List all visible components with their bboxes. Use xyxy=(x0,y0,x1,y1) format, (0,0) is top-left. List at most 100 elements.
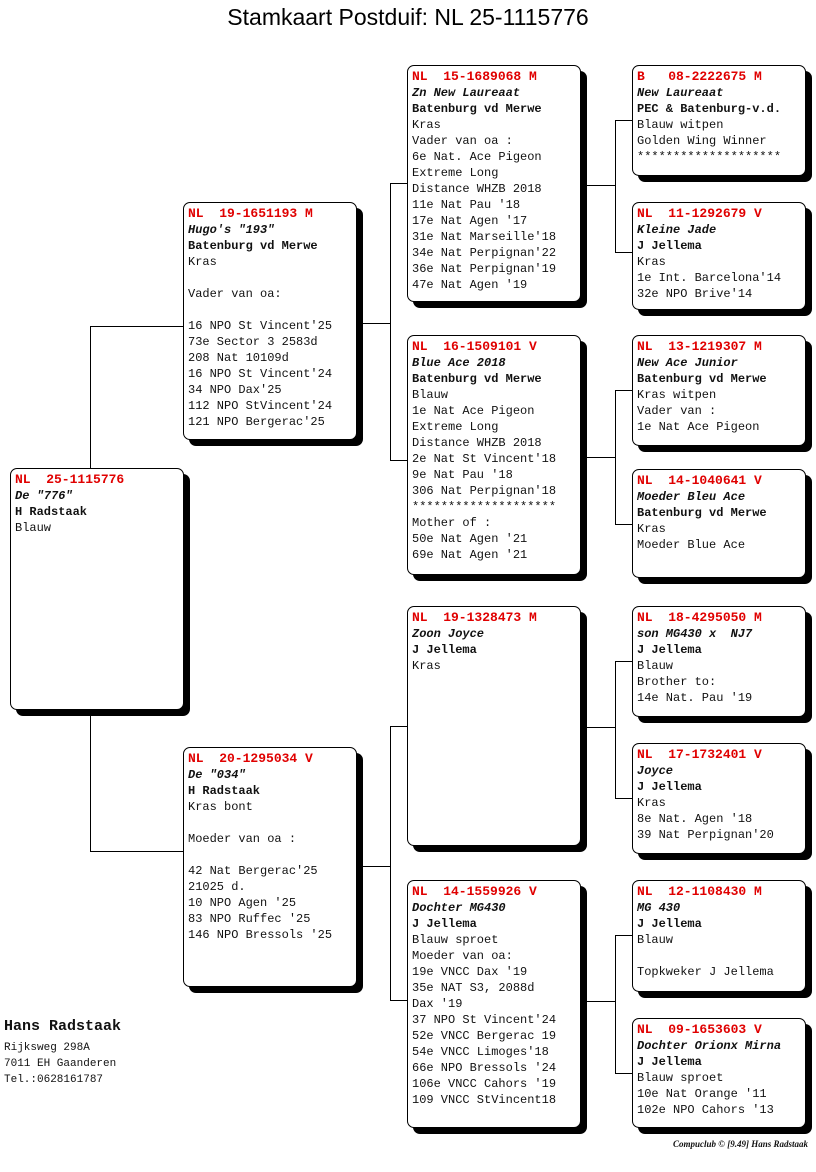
info-line: Blauw xyxy=(637,933,674,947)
ring-number: NL 16-1509101 V xyxy=(412,339,537,354)
info-line: 8e Nat. Agen '18 xyxy=(637,812,753,826)
info-line: 47e Nat Agen '19 xyxy=(412,278,528,292)
info-line: 106e VNCC Cahors '19 xyxy=(412,1077,557,1091)
pigeon-name: Dochter MG430 xyxy=(412,901,506,915)
connector-line xyxy=(615,120,632,121)
info-line: 10e Nat Orange '11 xyxy=(637,1087,767,1101)
pigeon-name: Dochter Orionx Mirna xyxy=(637,1039,782,1053)
info-line: 16 NPO St Vincent'24 xyxy=(188,367,333,381)
ring-number: NL 12-1108430 M xyxy=(637,884,762,899)
breeder-name: Batenburg vd Merwe xyxy=(637,372,767,386)
info-line: Vader van : xyxy=(637,404,717,418)
info-line: 1e Nat Ace Pigeon xyxy=(637,420,760,434)
info-line: Golden Wing Winner xyxy=(637,134,767,148)
connector-line xyxy=(90,326,183,327)
pigeon-name: Moeder Bleu Ace xyxy=(637,490,746,504)
info-line: 1e Int. Barcelona'14 xyxy=(637,271,782,285)
breeder-name: J Jellema xyxy=(412,643,477,657)
connector-line xyxy=(581,1001,615,1002)
pigeon-name: De "034" xyxy=(188,768,246,782)
pigeon-name: Zn New Laureaat xyxy=(412,86,521,100)
info-line: Vader van oa: xyxy=(188,287,282,301)
connector-line xyxy=(390,726,391,1001)
info-line: 73e Sector 3 2583d xyxy=(188,335,318,349)
connector-line xyxy=(390,460,407,461)
info-line: 9e Nat Pau '18 xyxy=(412,468,513,482)
info-line: 1e Nat Ace Pigeon xyxy=(412,404,535,418)
connector-line xyxy=(615,661,616,799)
connector-line xyxy=(615,252,632,253)
info-line: 42 Nat Bergerac'25 xyxy=(188,864,318,878)
page-title: Stamkaart Postduif: NL 25-1115776 xyxy=(227,4,589,30)
info-line: Blauw xyxy=(637,659,674,673)
breeder-name: Batenburg vd Merwe xyxy=(188,239,318,253)
info-line: 66e NPO Bressols '24 xyxy=(412,1061,557,1075)
connector-line xyxy=(390,183,407,184)
info-line: Moeder van oa : xyxy=(188,832,297,846)
info-line: Distance WHZB 2018 xyxy=(412,436,542,450)
connector-line xyxy=(390,726,407,727)
breeder-name: J Jellema xyxy=(637,239,702,253)
connector-line xyxy=(615,120,616,253)
ring-number: NL 19-1651193 M xyxy=(188,206,313,221)
info-line: Kras xyxy=(412,659,441,673)
info-line: Brother to: xyxy=(637,675,717,689)
pigeon-name: De "776" xyxy=(15,489,73,503)
ring-number: NL 15-1689068 M xyxy=(412,69,537,84)
ring-number: NL 13-1219307 M xyxy=(637,339,762,354)
info-line: 2e Nat St Vincent'18 xyxy=(412,452,557,466)
info-line: 83 NPO Ruffec '25 xyxy=(188,912,311,926)
pigeon-name: Kleine Jade xyxy=(637,223,717,237)
breeder-name: Batenburg vd Merwe xyxy=(412,372,542,386)
ring-number: NL 25-1115776 xyxy=(15,472,125,487)
ring-number: NL 14-1559926 V xyxy=(412,884,537,899)
breeder-name: J Jellema xyxy=(637,780,702,794)
info-line: Blauw witpen xyxy=(637,118,724,132)
info-line: Dax '19 xyxy=(412,997,463,1011)
breeder-name: Batenburg vd Merwe xyxy=(412,102,542,116)
breeder-name: J Jellema xyxy=(637,917,702,931)
info-line: 109 VNCC StVincent18 xyxy=(412,1093,557,1107)
info-line: Blauw xyxy=(15,521,52,535)
pigeon-name: Zoon Joyce xyxy=(412,627,485,641)
owner-address-line: 7011 EH Gaanderen xyxy=(4,1058,117,1070)
connector-line xyxy=(390,183,391,461)
breeder-name: J Jellema xyxy=(412,917,477,931)
info-line xyxy=(188,302,352,318)
ring-number: NL 14-1040641 V xyxy=(637,473,762,488)
info-line: 34 NPO Dax'25 xyxy=(188,383,282,397)
ring-number: NL 18-4295050 M xyxy=(637,610,762,625)
owner-phone: Tel.:0628161787 xyxy=(4,1074,104,1086)
breeder-name: H Radstaak xyxy=(188,784,261,798)
info-line: Blauw xyxy=(412,388,449,402)
info-line: Blauw sproet xyxy=(412,933,499,947)
info-line: Kras xyxy=(412,118,441,132)
owner-block: Hans Radstaak Rijksweg 298A 7011 EH Gaan… xyxy=(4,1018,121,1088)
info-line: Kras xyxy=(637,796,666,810)
connector-line xyxy=(615,1073,632,1074)
ring-number: NL 19-1328473 M xyxy=(412,610,537,625)
info-line: 35e NAT S3, 2088d xyxy=(412,981,535,995)
info-line: 69e Nat Agen '21 xyxy=(412,548,528,562)
connector-line xyxy=(615,935,632,936)
ring-number: B 08-2222675 M xyxy=(637,69,762,84)
ring-number: NL 20-1295034 V xyxy=(188,751,313,766)
info-line: ******************** xyxy=(637,150,782,164)
footer-credit: Compuclub © [9.49] Hans Radstaak xyxy=(673,1139,808,1149)
